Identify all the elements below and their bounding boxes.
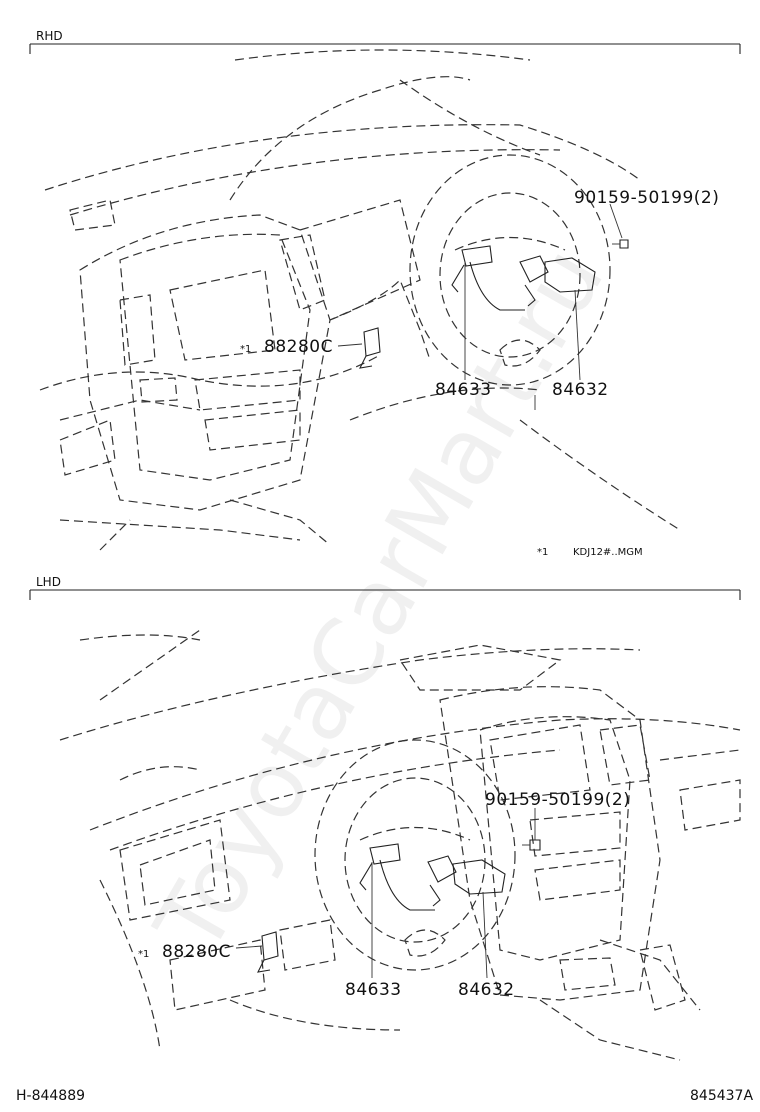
footer-right-code: 845437A — [690, 1088, 753, 1104]
rhd-footnote-mark: *1 — [537, 547, 548, 558]
rhd-footnote-text: KDJ12#..MGM — [573, 547, 643, 558]
lhd-label-sensor: 88280C — [162, 942, 231, 962]
lhd-sensor-88280C — [257, 931, 279, 973]
rhd-label-sensor-mark: *1 — [240, 344, 251, 355]
rhd-switch-84632 — [519, 255, 596, 307]
lhd-heading: LHD — [36, 575, 61, 589]
rhd-label-wire: 84633 — [435, 380, 492, 400]
lhd-section: LHD — [29, 575, 741, 1061]
lhd-label-sensor-mark: *1 — [138, 949, 149, 960]
lhd-bolt — [522, 839, 541, 851]
lhd-switch-84632 — [427, 855, 506, 907]
footer-left-code: H-844889 — [16, 1088, 85, 1104]
rhd-label-sensor: 88280C — [264, 337, 333, 357]
rhd-dashboard — [39, 49, 681, 551]
rhd-bolt-leader — [609, 203, 623, 239]
rhd-label-switch: 84632 — [552, 380, 609, 400]
lhd-steering-wheel — [314, 739, 516, 971]
rhd-heading: RHD — [36, 29, 63, 43]
lhd-label-wire: 84633 — [345, 980, 402, 1000]
rhd-steering-wheel — [409, 154, 611, 386]
rhd-switch-leader — [574, 289, 581, 381]
rhd-sensor-leader — [337, 343, 363, 347]
lhd-dashboard — [59, 629, 741, 1061]
rhd-label-bolt: 90159-50199(2) — [574, 188, 719, 208]
lhd-sensor-leader — [235, 945, 263, 949]
lhd-switch-leader — [482, 891, 488, 979]
lhd-wire-84633 — [359, 843, 435, 911]
rhd-sensor-88280C — [359, 327, 381, 369]
lhd-label-switch: 84632 — [458, 980, 515, 1000]
rhd-wire-84633 — [451, 245, 525, 311]
rhd-section: RHD — [29, 29, 741, 558]
rhd-bolt — [612, 239, 629, 249]
lhd-label-bolt: 90159-50199(2) — [485, 790, 630, 810]
